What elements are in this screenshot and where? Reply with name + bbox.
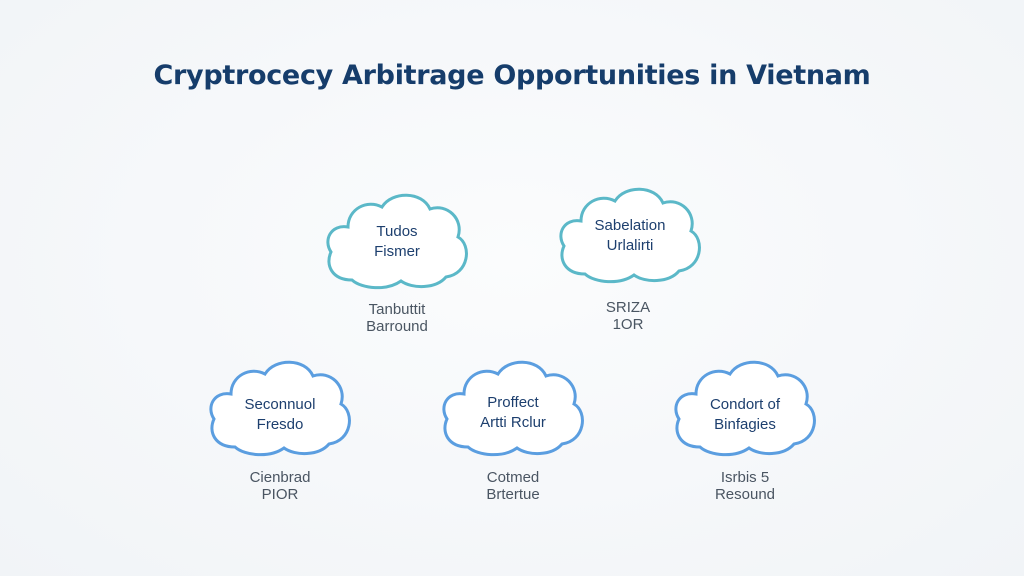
caption-line: PIOR [261,486,299,503]
node-label-line: Artti Rclur [480,414,546,431]
caption-line: SRIZA [605,299,651,316]
caption-line: Cienbrad [249,469,311,486]
node-label-line: Fresdo [256,416,304,433]
node-label-line: Seconnuol [244,396,316,413]
node-label-line: Binfagies [714,416,776,433]
caption-line: Isrbis 5 [720,469,770,486]
caption-line: Cotmed [486,469,540,486]
caption-line: Tanbuttit [368,301,426,318]
caption-line: Brtertue [486,486,540,503]
node-label-line: Urlalirti [606,237,654,254]
node-label-line: Tudos [376,223,418,240]
node-label-line: Condort of [709,396,781,413]
caption-line: Barround [366,318,428,335]
node-label-line: Fismer [374,243,420,260]
diagram-title: Cryptrocecy Arbitrage Opportunities in V… [153,60,871,91]
node-label-line: Sabelation [594,217,666,234]
caption-line: 1OR [612,316,644,333]
caption-line: Resound [714,486,776,503]
cloud-node-5: Condort of Binfagies [670,355,820,461]
node-label-line: Proffect [487,394,539,411]
